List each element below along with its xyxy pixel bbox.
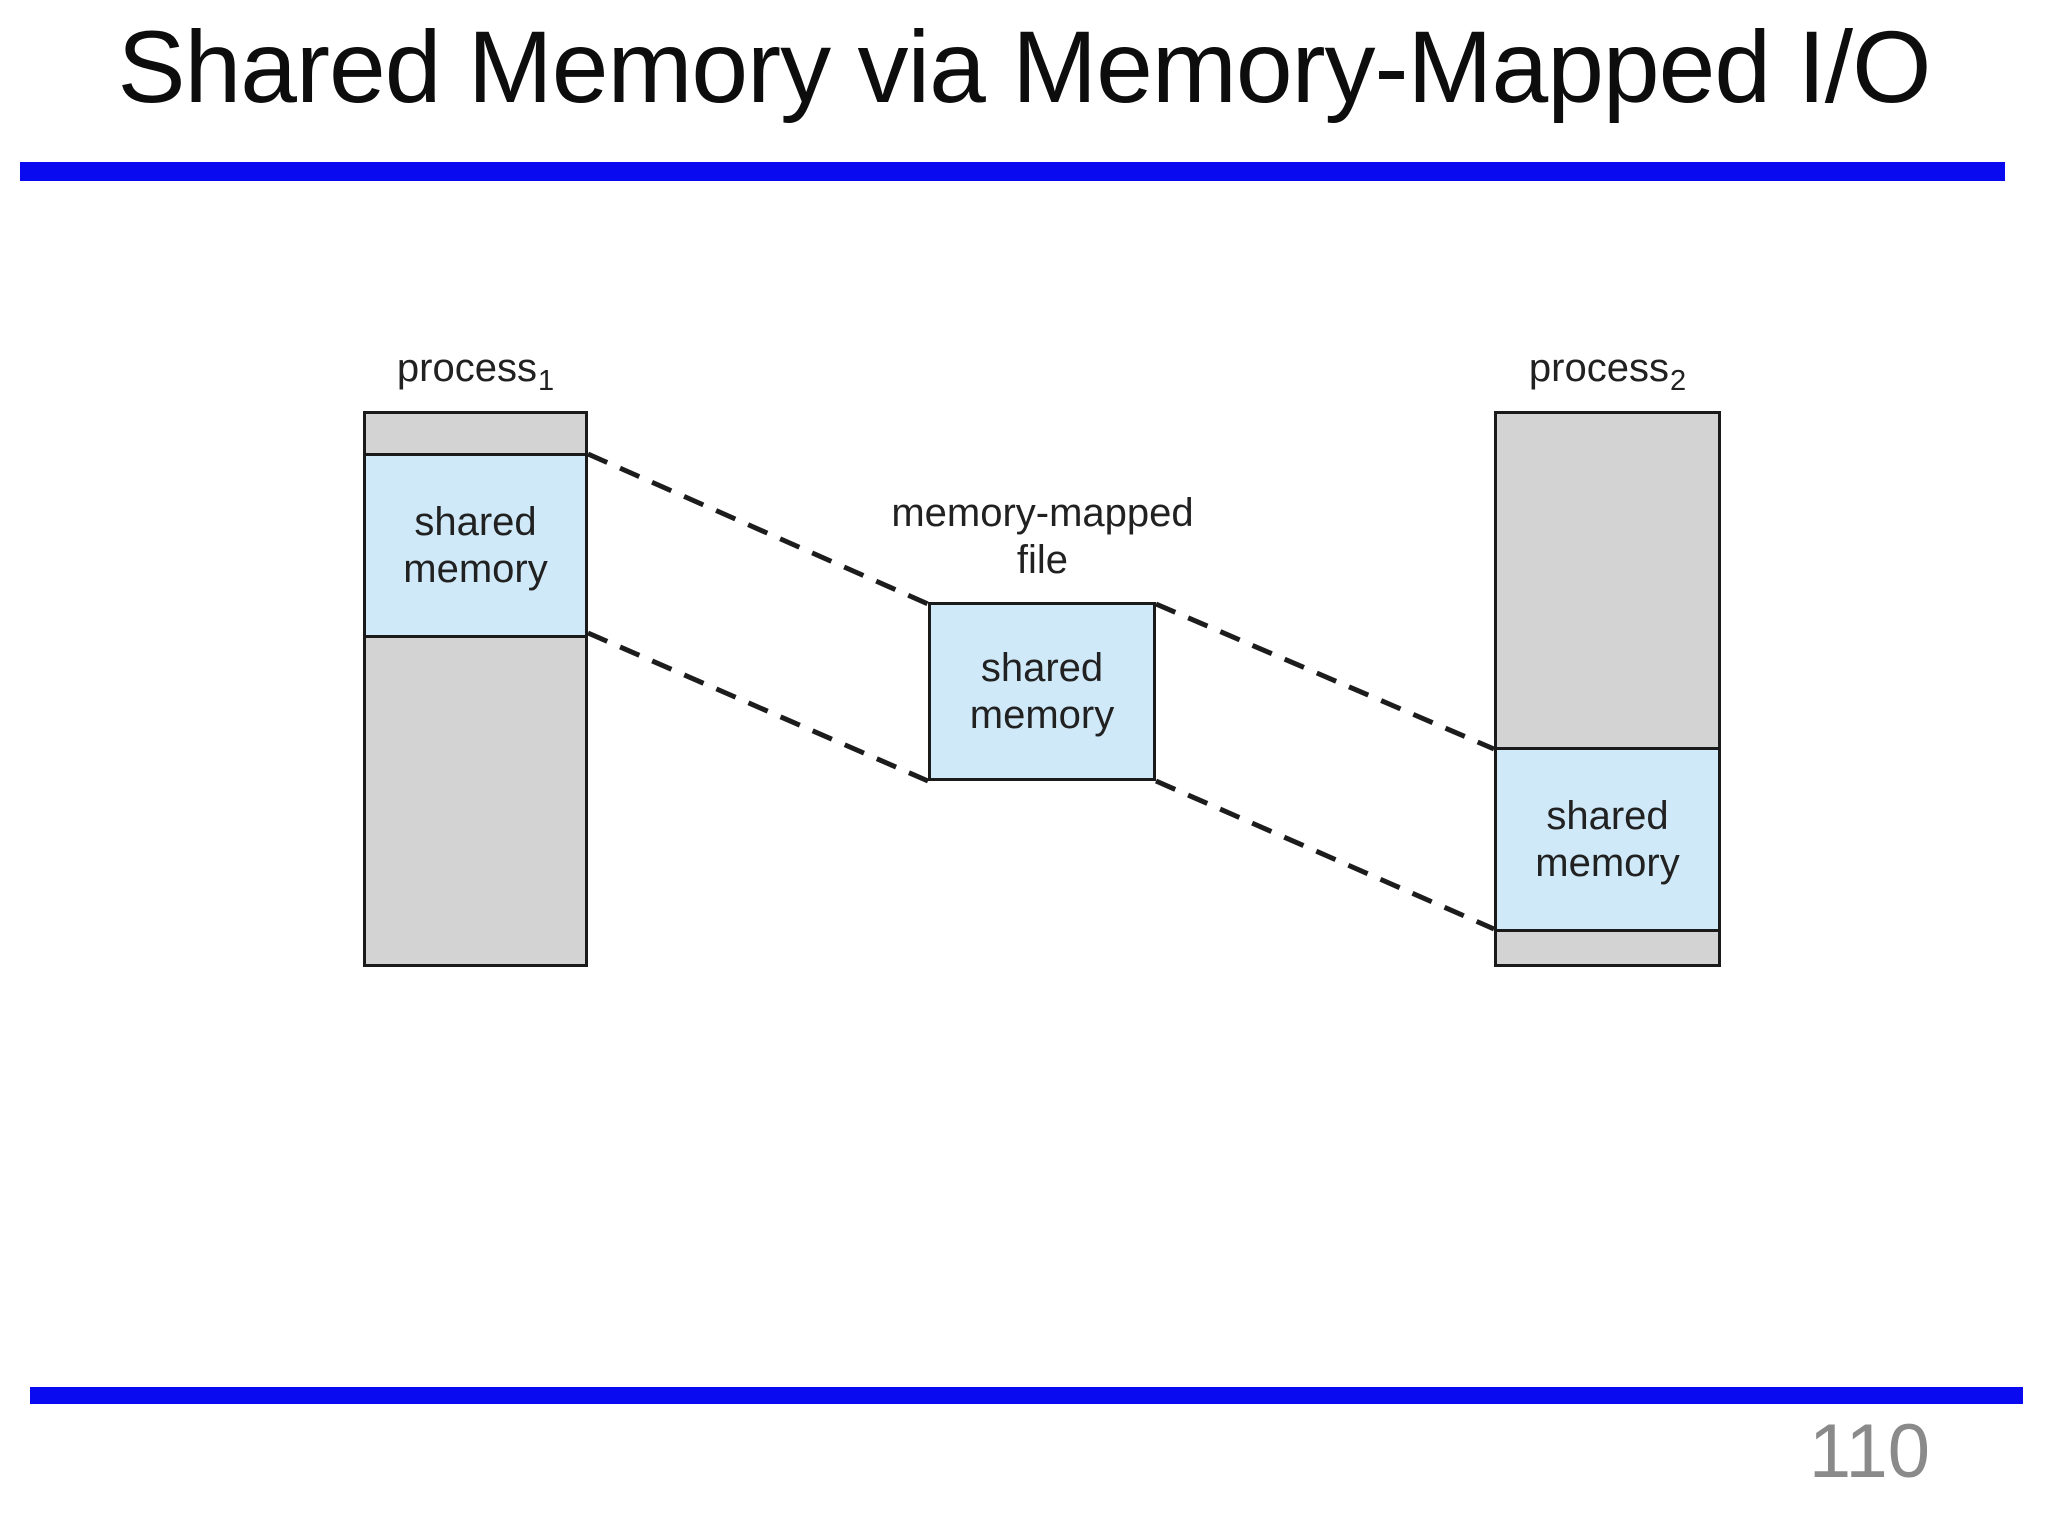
title-divider-rule	[20, 162, 2005, 181]
map-line-process1-bottom	[587, 630, 929, 784]
process2-label-subscript: 2	[1669, 365, 1687, 397]
process1-label-subscript: 1	[537, 365, 555, 397]
process2-label: process2	[1494, 343, 1721, 397]
memory-mapped-file-shared-label: shared memory	[969, 645, 1115, 737]
map-line-process1-top	[586, 451, 930, 607]
process2-shared-memory-label: shared memory	[1535, 793, 1680, 885]
process1-memory-column: shared memory	[363, 411, 588, 967]
memory-mapped-file-box: shared memory	[928, 602, 1156, 781]
process2-label-name: process	[1528, 346, 1669, 390]
map-line-process2-bottom	[1154, 778, 1496, 932]
process2-top-gray-region	[1497, 414, 1718, 750]
process2-shared-memory-region: shared memory	[1497, 750, 1718, 932]
slide-title: Shared Memory via Memory-Mapped I/O	[117, 10, 1932, 124]
process1-label-name: process	[396, 346, 537, 390]
process1-label: process1	[363, 343, 588, 397]
footer-divider-rule	[30, 1387, 2023, 1404]
memory-mapped-file-label: memory-mapped file	[891, 491, 1194, 582]
process1-bottom-gray-region	[366, 638, 585, 964]
process1-top-gray-region	[366, 414, 585, 456]
process2-memory-column: shared memory	[1494, 411, 1721, 967]
process1-shared-memory-label: shared memory	[403, 499, 548, 591]
map-line-process2-top	[1155, 601, 1495, 752]
process2-bottom-gray-region	[1497, 932, 1718, 964]
process1-shared-memory-region: shared memory	[366, 456, 585, 638]
page-number: 110	[1808, 1409, 1930, 1494]
